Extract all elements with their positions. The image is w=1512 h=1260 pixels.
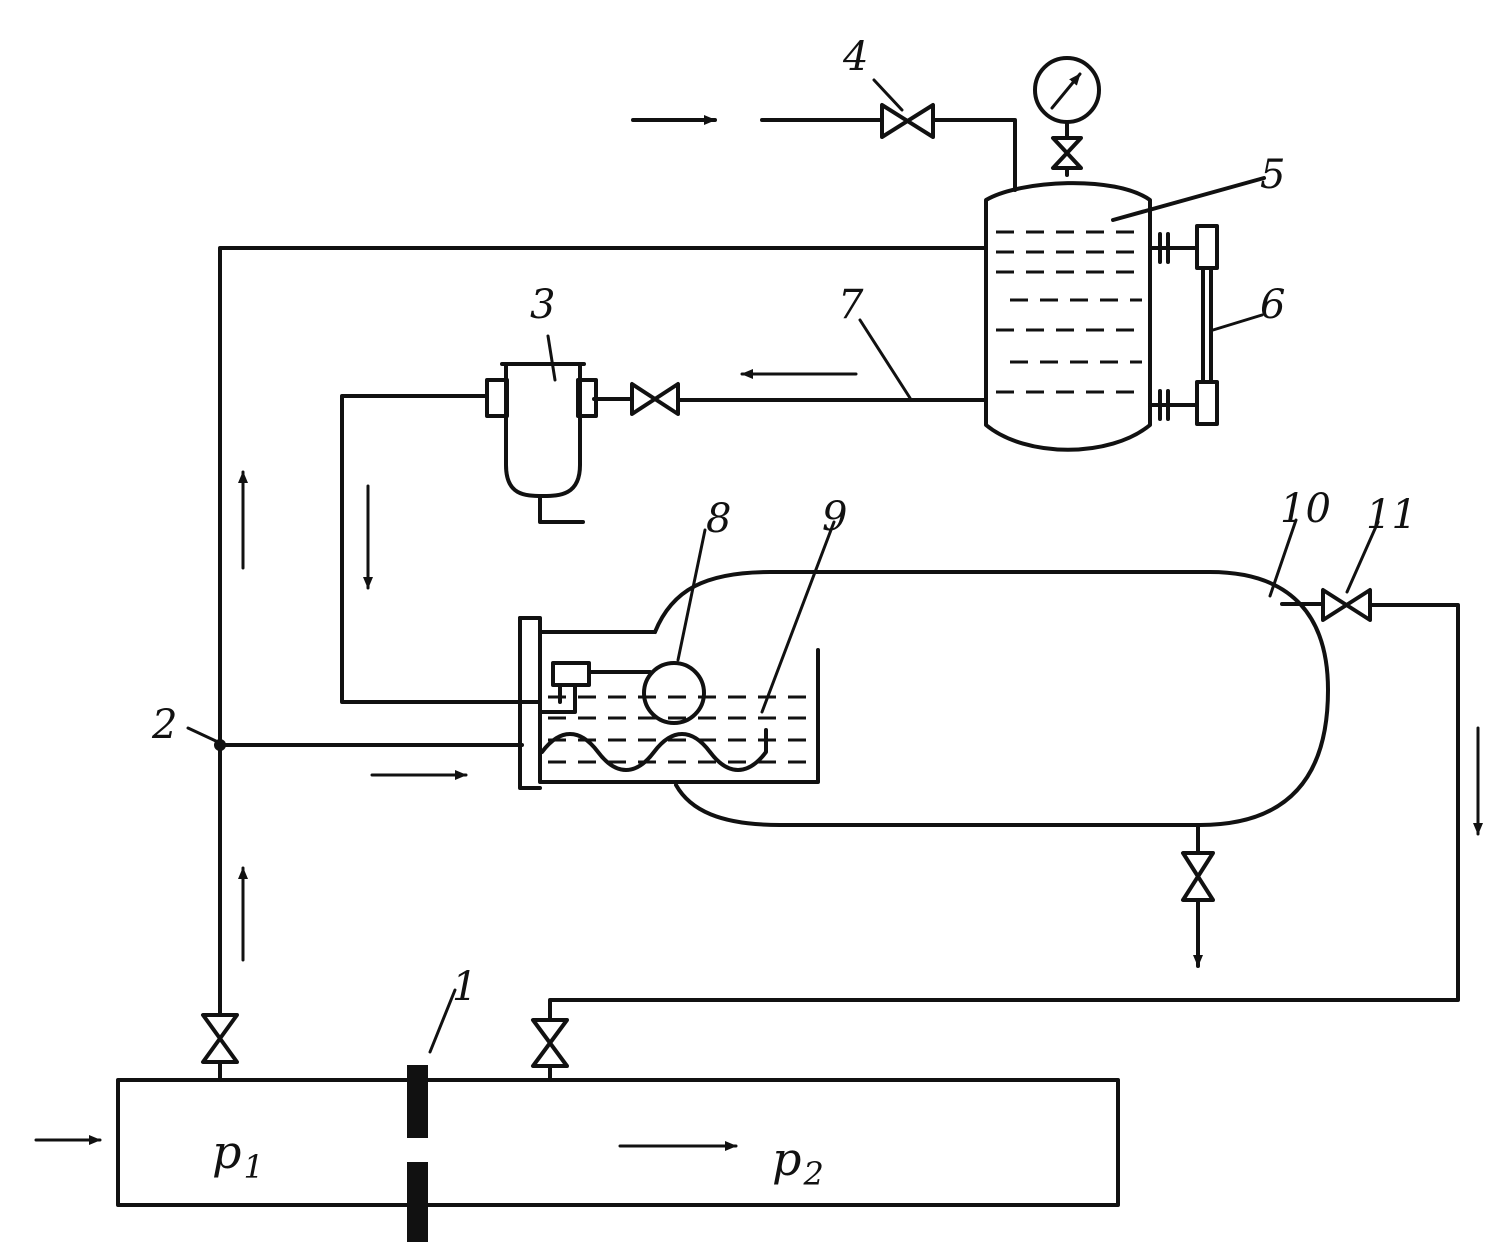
label-3: 3: [530, 282, 555, 328]
line-7-valve: [630, 382, 680, 416]
label-9: 9: [822, 494, 847, 540]
feed-line-to-tank: [931, 118, 1017, 192]
leader-1: [428, 988, 457, 1054]
upstream-impulse-line: [218, 246, 987, 1007]
leader-8: [676, 528, 707, 662]
label-8: 8: [706, 496, 731, 542]
label-4: 4: [842, 34, 868, 80]
filter-to-heater-line: [340, 394, 542, 704]
pressure-p2-label: p2: [772, 1132, 824, 1193]
float-regulator: [538, 661, 706, 725]
main-pipe: [116, 1078, 1120, 1207]
label-10: 10: [1280, 486, 1331, 532]
label-1: 1: [452, 964, 477, 1010]
feed-valve: [880, 103, 935, 139]
leader-7: [858, 318, 912, 400]
label-5: 5: [1260, 152, 1285, 198]
receiver-vessel: [653, 570, 1330, 827]
label-6: 6: [1260, 282, 1285, 328]
label-7: 7: [838, 282, 864, 328]
drain-valve: [1181, 823, 1215, 968]
leader-2: [186, 726, 220, 744]
bath-liquid: [548, 695, 810, 764]
leader-5: [1111, 176, 1266, 222]
tank-gauge-valve: [1051, 120, 1083, 177]
sight-glass: [1148, 224, 1219, 426]
pressure-p1-label: p1: [212, 1125, 264, 1186]
outlet-valve: [1321, 588, 1372, 622]
pressure-gauge-icon: [1033, 56, 1101, 124]
heating-coil: [540, 728, 768, 772]
tank-liquid: [996, 230, 1142, 394]
label-2: 2: [151, 702, 177, 748]
leader-11: [1345, 520, 1380, 594]
leader-9: [760, 520, 836, 714]
leader-3: [546, 334, 557, 382]
leader-10: [1268, 518, 1298, 598]
leader-4: [872, 78, 904, 112]
level-tank: [984, 181, 1152, 452]
return-line: [548, 603, 1460, 1022]
upstream-tap-valve: [201, 1003, 239, 1082]
filter: [485, 362, 598, 524]
orifice-plate: [407, 1065, 428, 1242]
label-11: 11: [1366, 492, 1417, 538]
leader-6: [1211, 313, 1264, 332]
downstream-tap-valve: [531, 1018, 569, 1082]
bath-tank: [518, 616, 820, 790]
